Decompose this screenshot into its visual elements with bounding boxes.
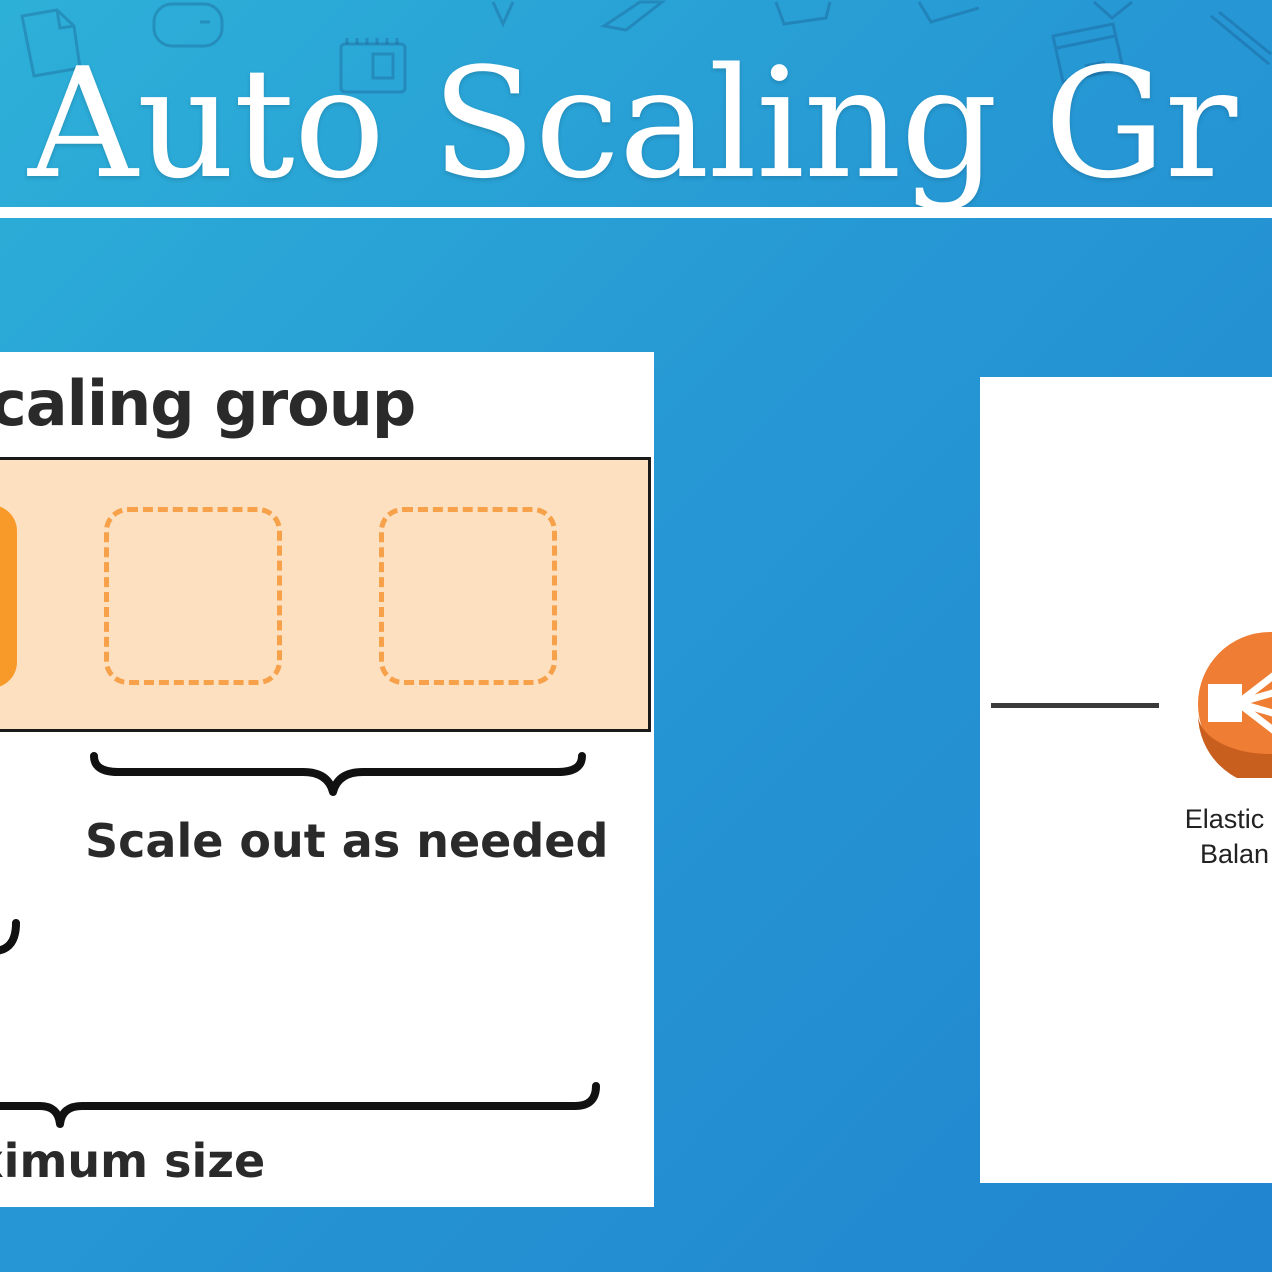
notepad-icon: [917, 1, 980, 24]
desired-capacity-brace: [0, 919, 20, 955]
load-balancer-panel: Elastic Balan: [980, 377, 1272, 1183]
scale-out-brace: [90, 752, 586, 796]
slide-title: Auto Scaling Gr: [28, 35, 1237, 212]
document-icon: [20, 8, 82, 78]
pencil-icon: [491, 1, 515, 28]
credit-card-icon: [1051, 22, 1125, 84]
notepad-icon: [774, 1, 832, 26]
auto-scaling-diagram-panel: caling group Scale out as needed ximum s…: [0, 352, 654, 1207]
auto-scaling-group-box: [0, 457, 651, 732]
load-balancer-icon: [1198, 632, 1272, 778]
potential-instance-2: [379, 507, 557, 685]
pencil-icon: [1210, 10, 1272, 66]
group-label: caling group: [0, 367, 416, 440]
maximum-size-brace: [0, 1082, 600, 1128]
circuit-board-icon: [339, 38, 407, 94]
mouse-icon: [152, 2, 224, 48]
load-balancer-label-line2: Balan: [1200, 839, 1270, 870]
maximum-size-label: ximum size: [0, 1134, 266, 1188]
load-balancer-label-line1: Elastic: [1184, 804, 1265, 834]
load-balancer-label: Elastic Balan: [1180, 802, 1269, 872]
title-underline: [0, 207, 1272, 218]
ruler-icon: [1093, 0, 1133, 20]
scale-out-label: Scale out as needed: [85, 814, 609, 868]
running-instance: [0, 505, 17, 688]
ruler-icon: [600, 0, 667, 32]
connector-line: [991, 703, 1159, 708]
potential-instance-1: [104, 507, 282, 685]
